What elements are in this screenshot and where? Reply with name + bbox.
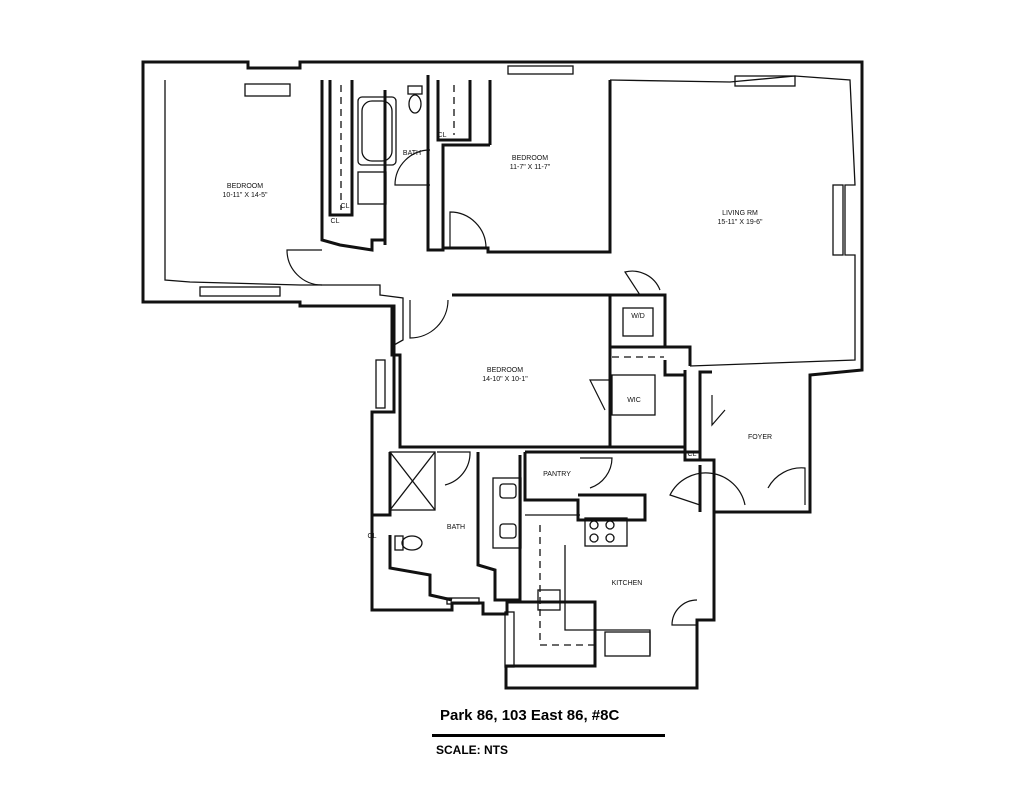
closet-label: CL — [688, 451, 697, 458]
door-swing — [286, 249, 323, 286]
shower — [389, 451, 436, 511]
closet-label: CL — [438, 132, 447, 139]
toilet — [408, 94, 422, 114]
toilet — [401, 535, 423, 551]
door-swing — [394, 149, 431, 186]
room-name-bedroom-n: BEDROOM — [512, 155, 548, 162]
counter-outline — [539, 525, 600, 646]
refrigerator — [604, 631, 651, 657]
room-dims-bedroom-n: 11-7" X 11-7" — [510, 164, 551, 171]
window — [199, 286, 281, 297]
room-name-living: LIVING RM — [722, 210, 758, 217]
bathtub — [357, 96, 397, 166]
kitchen-sink — [537, 589, 561, 611]
range — [584, 517, 628, 547]
window — [244, 83, 291, 97]
window — [375, 359, 386, 409]
exterior-wall — [141, 60, 864, 690]
room-name-bedroom-nw: BEDROOM — [227, 183, 263, 190]
window — [504, 611, 515, 668]
door-swing — [589, 379, 610, 411]
burner — [605, 520, 615, 530]
door-swing — [580, 457, 613, 489]
interior-wall — [523, 450, 702, 522]
shower-diag — [389, 451, 436, 511]
walk-in-closet — [611, 374, 656, 416]
interior-wall — [443, 80, 612, 254]
bathtub-inner — [361, 100, 393, 162]
room-name-bath-top: BATH — [403, 150, 421, 157]
double-vanity — [492, 477, 522, 549]
interior-wall — [320, 80, 385, 252]
interior-wall — [610, 293, 692, 366]
window — [446, 597, 480, 605]
burner — [605, 533, 615, 543]
burner — [589, 533, 599, 543]
room-name-wic: WIC — [627, 397, 641, 404]
door-swing — [449, 211, 487, 249]
interior-wall — [683, 370, 716, 512]
plan-scale: SCALE: NTS — [436, 743, 508, 757]
room-dims-living: 15-11" X 19-6" — [718, 219, 763, 226]
room-name-foyer: FOYER — [748, 434, 772, 441]
door-swing — [624, 270, 661, 296]
title-underline — [432, 734, 665, 737]
room-name-pantry: PANTRY — [543, 471, 571, 478]
door-swing — [669, 465, 746, 506]
interior-wall — [328, 80, 354, 217]
window — [832, 184, 844, 256]
sink-vanity — [357, 171, 387, 205]
closet-label: CL — [341, 203, 350, 210]
door-swing — [437, 451, 471, 486]
door-swing — [409, 299, 449, 339]
toilet-tank — [394, 535, 404, 551]
closet-label: CL — [331, 218, 340, 225]
room-dims-bedroom-nw: 10-11" X 14-5" — [223, 192, 268, 199]
room-name-bedroom-c: BEDROOM — [487, 367, 523, 374]
door-swing — [767, 467, 806, 505]
interior-wall — [426, 75, 490, 252]
sink — [499, 483, 517, 499]
interior-wall — [610, 345, 687, 449]
washer-dryer — [622, 307, 654, 337]
door-swing — [711, 395, 726, 427]
exterior-wall-inner — [164, 80, 404, 346]
interior-wall — [609, 75, 856, 367]
sink — [499, 523, 517, 539]
room-name-wd: W/D — [631, 313, 645, 320]
room-dims-bedroom-c: 14-10" X 10-1" — [482, 376, 528, 383]
closet-label: CL — [368, 533, 377, 540]
plan-title: Park 86, 103 East 86, #8C — [440, 707, 620, 724]
window — [507, 65, 574, 75]
room-name-bath-bottom: BATH — [447, 524, 465, 531]
room-name-kitchen: KITCHEN — [612, 580, 643, 587]
burner — [589, 520, 599, 530]
door-swing — [671, 599, 698, 626]
floor-plan: BEDROOM 10-11" X 14-5" BATH BEDROOM 11-7… — [141, 60, 864, 690]
toilet-tank — [407, 85, 423, 95]
interior-wall — [436, 80, 472, 142]
